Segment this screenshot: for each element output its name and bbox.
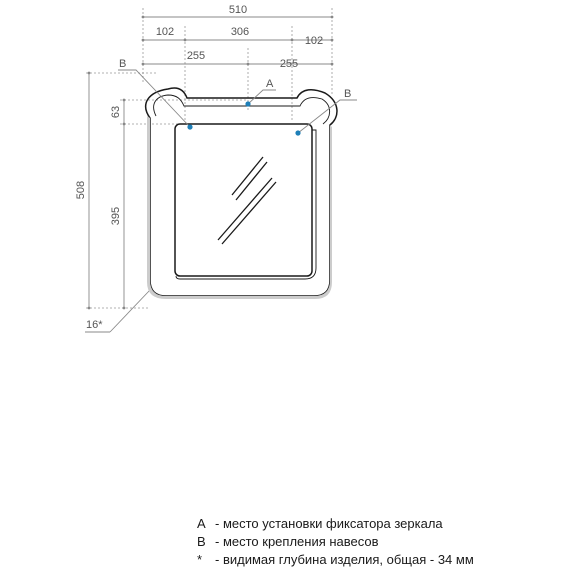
mirror-frame-rim <box>153 94 331 125</box>
dimension-ticks <box>87 15 334 310</box>
reflection-glints <box>217 156 277 245</box>
marker-b-left: B <box>119 58 126 70</box>
dim-overall-width: 510 <box>229 4 247 16</box>
dim-depth: 16* <box>86 319 103 331</box>
hanger-point-left <box>187 124 193 130</box>
marker-leaders <box>118 69 357 134</box>
legend-item-a: A - место установки фиксатора зеркала <box>197 516 443 531</box>
legend-item-star: * - видимая глубина изделия, общая - 34 м… <box>197 552 474 567</box>
dim-inner-height: 395 <box>110 207 122 225</box>
mirror-glass-bevel <box>175 129 317 280</box>
dim-half-right: 255 <box>280 58 298 70</box>
dim-left-offset: 102 <box>156 26 174 38</box>
legend-text: - место крепления навесов <box>215 534 379 549</box>
marker-a: A <box>266 78 274 90</box>
legend-item-b: B - место крепления навесов <box>197 534 379 549</box>
depth-leader <box>85 289 151 333</box>
dim-right-offset: 102 <box>305 35 323 47</box>
dim-top-offset: 63 <box>110 106 122 118</box>
legend-mark: A <box>197 516 206 531</box>
legend-mark: B <box>197 534 206 549</box>
hanger-point-right <box>295 130 301 136</box>
legend-text: - место установки фиксатора зеркала <box>215 516 443 531</box>
mirror-glass <box>174 123 313 277</box>
dim-overall-height: 508 <box>75 181 87 199</box>
dim-half-left: 255 <box>187 50 205 62</box>
marker-b-right: B <box>344 88 351 100</box>
fixator-point <box>245 101 251 107</box>
dim-mid-span: 306 <box>231 26 249 38</box>
dimension-lines <box>88 16 332 308</box>
legend-mark: * <box>197 552 203 567</box>
legend-text: - видимая глубина изделия, общая - 34 мм <box>215 552 474 567</box>
